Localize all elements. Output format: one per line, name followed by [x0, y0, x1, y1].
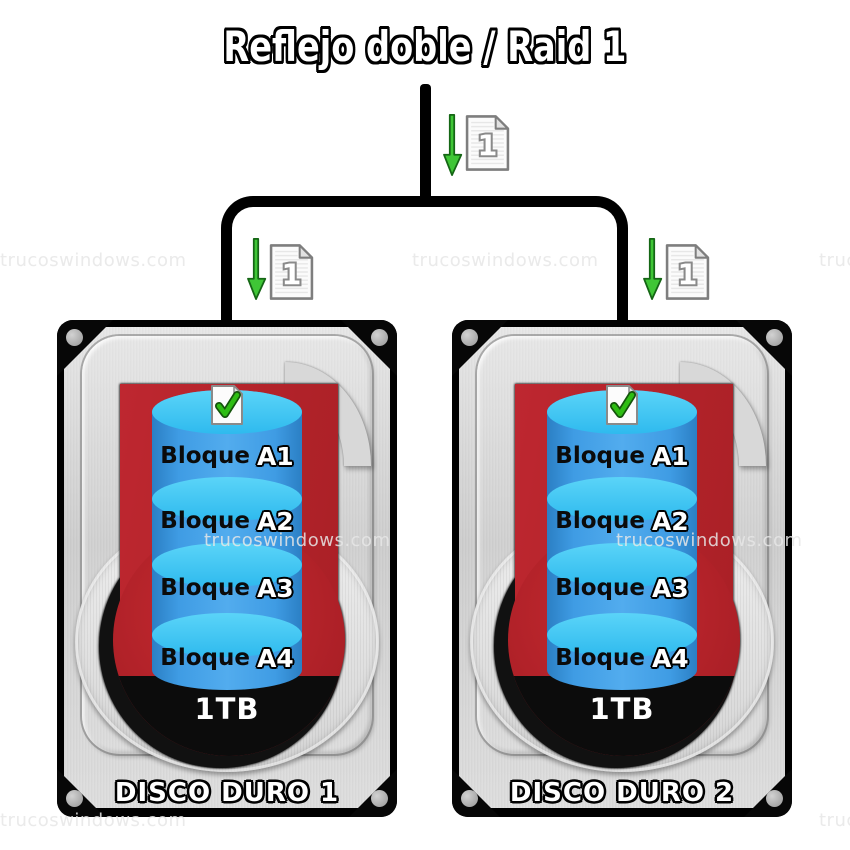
watermark: trucoswindows.com [0, 250, 187, 271]
block-row: Bloque A2 [547, 505, 697, 537]
block-id: A1 [256, 441, 294, 471]
block-label: Bloque [160, 645, 250, 671]
copy-count: 1 [478, 128, 498, 162]
corner-screw-icon [66, 790, 83, 807]
down-arrow-icon [643, 238, 663, 300]
block-id: A2 [651, 506, 689, 536]
block-row: Bloque A3 [152, 572, 302, 604]
corner-screw-icon [766, 329, 783, 346]
connector-branch [221, 196, 628, 322]
block-label: Bloque [555, 645, 645, 671]
drive-name: DISCO DURO 2 [509, 778, 735, 808]
block-row: Bloque A1 [152, 440, 302, 472]
corner-screw-icon [461, 790, 478, 807]
watermark: trucoswindows.com [819, 810, 850, 831]
block-id: A3 [651, 573, 689, 603]
block-row: Bloque A4 [547, 642, 697, 674]
copy-document-icon: 1 [269, 244, 314, 300]
block-label: Bloque [555, 575, 645, 601]
capacity-label: 1TB [194, 692, 260, 726]
cylinder-cap [547, 613, 697, 657]
corner-screw-icon [371, 790, 388, 807]
hard-drive-1: Bloque A1 Bloque A2 Bloque A3 Bloque A4 … [57, 320, 397, 817]
copy-document-icon: 1 [465, 115, 510, 171]
block-label: Bloque [160, 508, 250, 534]
watermark: trucoswindows.com [616, 530, 803, 551]
block-cylinder: Bloque A1 Bloque A2 Bloque A3 Bloque A4 [547, 390, 697, 690]
cylinder-cap [152, 477, 302, 521]
block-cylinder: Bloque A1 Bloque A2 Bloque A3 Bloque A4 [152, 390, 302, 690]
cylinder-cap [547, 477, 697, 521]
cylinder-cap [152, 613, 302, 657]
corner-screw-icon [371, 329, 388, 346]
block-id: A2 [256, 506, 294, 536]
page-title: Reflejo doble / Raid 1 [0, 22, 850, 71]
block-id: A4 [651, 643, 689, 673]
hard-drive-2: Bloque A1 Bloque A2 Bloque A3 Bloque A4 … [452, 320, 792, 817]
down-arrow-icon [443, 114, 463, 176]
drive-name: DISCO DURO 1 [114, 778, 340, 808]
page-title-text: Reflejo doble / Raid 1 [223, 22, 627, 71]
block-id: A4 [256, 643, 294, 673]
watermark: trucoswindows.com [0, 810, 187, 831]
block-label: Bloque [160, 575, 250, 601]
watermark: trucoswindows.com [412, 250, 599, 271]
down-arrow-icon [247, 238, 267, 300]
watermark: trucoswindows.com [204, 530, 391, 551]
verified-document-icon [211, 385, 243, 425]
block-id: A1 [651, 441, 689, 471]
connector-stem [420, 84, 431, 203]
block-label: Bloque [160, 443, 250, 469]
copy-count: 1 [678, 257, 698, 291]
corner-screw-icon [66, 329, 83, 346]
cylinder-cap [547, 543, 697, 587]
block-row: Bloque A2 [152, 505, 302, 537]
corner-screw-icon [766, 790, 783, 807]
block-label: Bloque [555, 443, 645, 469]
block-row: Bloque A1 [547, 440, 697, 472]
verified-document-icon [606, 385, 638, 425]
block-row: Bloque A4 [152, 642, 302, 674]
block-row: Bloque A3 [547, 572, 697, 604]
copy-count: 1 [282, 257, 302, 291]
copy-document-icon: 1 [665, 244, 710, 300]
capacity-label: 1TB [589, 692, 655, 726]
cylinder-cap [152, 543, 302, 587]
corner-screw-icon [461, 329, 478, 346]
block-label: Bloque [555, 508, 645, 534]
block-id: A3 [256, 573, 294, 603]
watermark: trucoswindows.com [819, 250, 850, 271]
